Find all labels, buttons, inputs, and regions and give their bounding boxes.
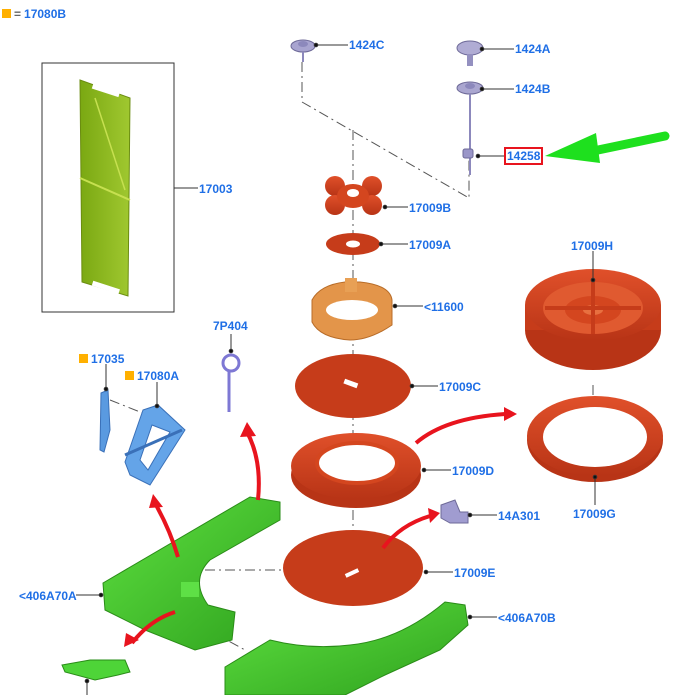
leader-lines (76, 42, 598, 695)
legend-equals: = (14, 7, 22, 21)
part-17035 (99, 389, 111, 453)
flag-marker-icon (125, 371, 134, 380)
legend-part-link[interactable]: 17080B (24, 7, 67, 21)
callout-17009B[interactable]: 17009B (409, 201, 452, 215)
part-17009D (291, 433, 421, 508)
part-17080A (124, 404, 186, 486)
callout-17035-text: 17035 (91, 352, 125, 366)
part-11600 (311, 278, 393, 341)
callout-17009E[interactable]: 17009E (454, 566, 496, 580)
part-14258 (462, 148, 474, 159)
legend-marker-icon (2, 9, 11, 18)
part-17009A (326, 233, 380, 255)
legend: =17080B (2, 7, 66, 21)
callout-17009H[interactable]: 17009H (571, 239, 614, 253)
callout-17080A[interactable]: 17080A (125, 369, 179, 383)
part-small-green-clip (61, 659, 131, 681)
callout-17009G[interactable]: 17009G (573, 507, 616, 521)
callout-1424B[interactable]: 1424B (515, 82, 551, 96)
part-17009C (295, 354, 411, 418)
part-406A70B (224, 601, 469, 695)
part-1424B (456, 81, 484, 175)
part-14A301 (440, 499, 469, 524)
callout-17035[interactable]: 17035 (79, 352, 124, 366)
part-7P404 (221, 353, 241, 412)
callout-14A301[interactable]: 14A301 (498, 509, 541, 523)
callout-7P404[interactable]: 7P404 (213, 319, 248, 333)
part-17009G (527, 396, 663, 482)
pointer-arrow (545, 131, 670, 163)
callout-1424C[interactable]: 1424C (349, 38, 385, 52)
callout-17080A-text: 17080A (137, 369, 180, 383)
part-17009H (525, 269, 661, 370)
callout-17009A[interactable]: 17009A (409, 238, 452, 252)
part-1424C (290, 39, 316, 62)
callout-11600[interactable]: <11600 (424, 300, 464, 314)
flag-marker-icon (79, 354, 88, 363)
part-406A70A (102, 496, 281, 651)
move-arrow-heads (124, 407, 517, 647)
callout-14258-highlighted[interactable]: 14258 (503, 147, 544, 165)
part-1424A (456, 40, 484, 66)
callout-17003[interactable]: 17003 (199, 182, 233, 196)
callout-17009D[interactable]: 17009D (452, 464, 495, 478)
part-17009E (283, 530, 423, 606)
callout-1424A[interactable]: 1424A (515, 42, 551, 56)
callout-406A70A[interactable]: <406A70A (19, 589, 77, 603)
part-17009B (325, 176, 382, 215)
part-17003 (79, 79, 131, 297)
callout-406A70B[interactable]: <406A70B (498, 611, 556, 625)
callout-17009C[interactable]: 17009C (439, 380, 482, 394)
